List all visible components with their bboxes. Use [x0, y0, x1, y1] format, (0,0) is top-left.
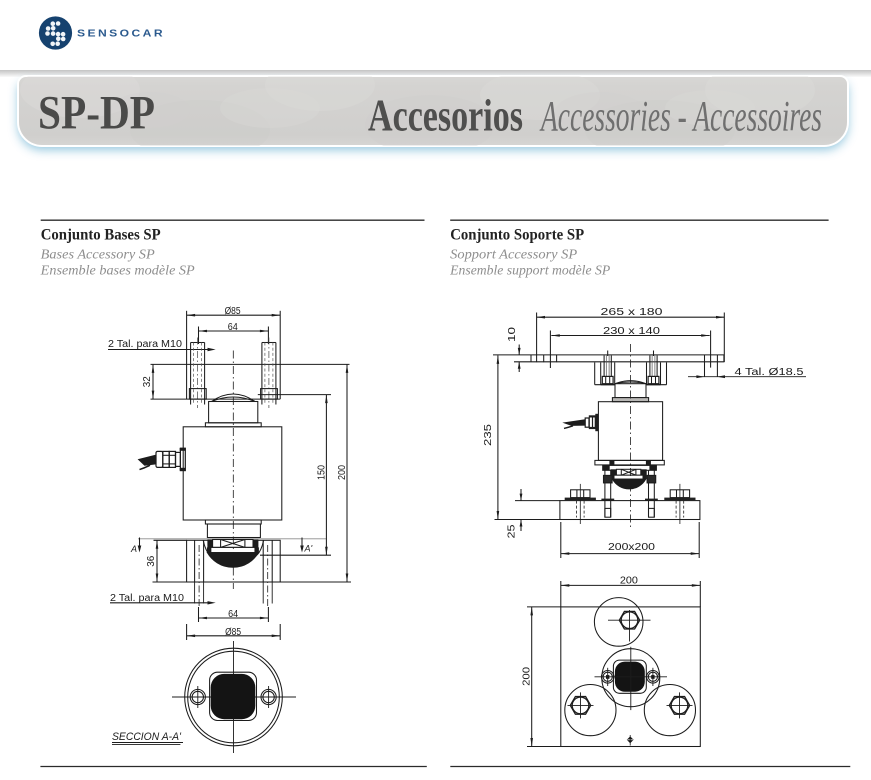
svg-text:SECCION A-A': SECCION A-A' — [112, 731, 182, 743]
svg-text:Accessories - Accessoires: Accessories - Accessoires — [539, 94, 822, 141]
svg-text:36: 36 — [146, 555, 157, 566]
svg-text:150: 150 — [316, 465, 327, 480]
svg-text:Conjunto Soporte SP: Conjunto Soporte SP — [450, 226, 584, 243]
svg-text:Accesorios: Accesorios — [368, 91, 523, 141]
svg-text:A: A — [130, 544, 137, 554]
svg-text:32: 32 — [142, 376, 153, 387]
svg-text:235: 235 — [483, 423, 494, 446]
svg-text:Bases Accessory SP: Bases Accessory SP — [41, 246, 155, 261]
svg-text:SP-DP: SP-DP — [38, 87, 155, 140]
svg-text:Ensemble bases modèle SP: Ensemble bases modèle SP — [40, 263, 195, 278]
svg-text:A': A' — [304, 544, 313, 554]
svg-text:SENSOCAR: SENSOCAR — [77, 29, 165, 40]
svg-text:25: 25 — [507, 524, 518, 539]
svg-text:265 x 180: 265 x 180 — [601, 307, 664, 318]
svg-text:Ensemble support modèle SP: Ensemble support modèle SP — [449, 263, 610, 278]
svg-text:Ø85: Ø85 — [225, 306, 241, 317]
svg-text:2 Tal. para M10: 2 Tal. para M10 — [110, 593, 184, 604]
svg-text:200x200: 200x200 — [608, 542, 656, 553]
svg-text:2 Tal. para M10: 2 Tal. para M10 — [108, 339, 182, 350]
svg-text:Sopport Accessory SP: Sopport Accessory SP — [450, 246, 577, 261]
svg-text:Conjunto Bases SP: Conjunto Bases SP — [41, 226, 162, 243]
svg-text:4 Tal. Ø18.5: 4 Tal. Ø18.5 — [735, 367, 805, 378]
svg-text:230 x 140: 230 x 140 — [603, 326, 661, 337]
svg-text:64: 64 — [228, 322, 238, 333]
svg-text:200: 200 — [337, 465, 348, 480]
svg-text:64: 64 — [228, 609, 238, 620]
svg-text:200: 200 — [620, 576, 638, 587]
svg-text:10: 10 — [507, 326, 518, 342]
svg-text:Ø85: Ø85 — [225, 627, 241, 638]
svg-text:200: 200 — [522, 666, 533, 685]
